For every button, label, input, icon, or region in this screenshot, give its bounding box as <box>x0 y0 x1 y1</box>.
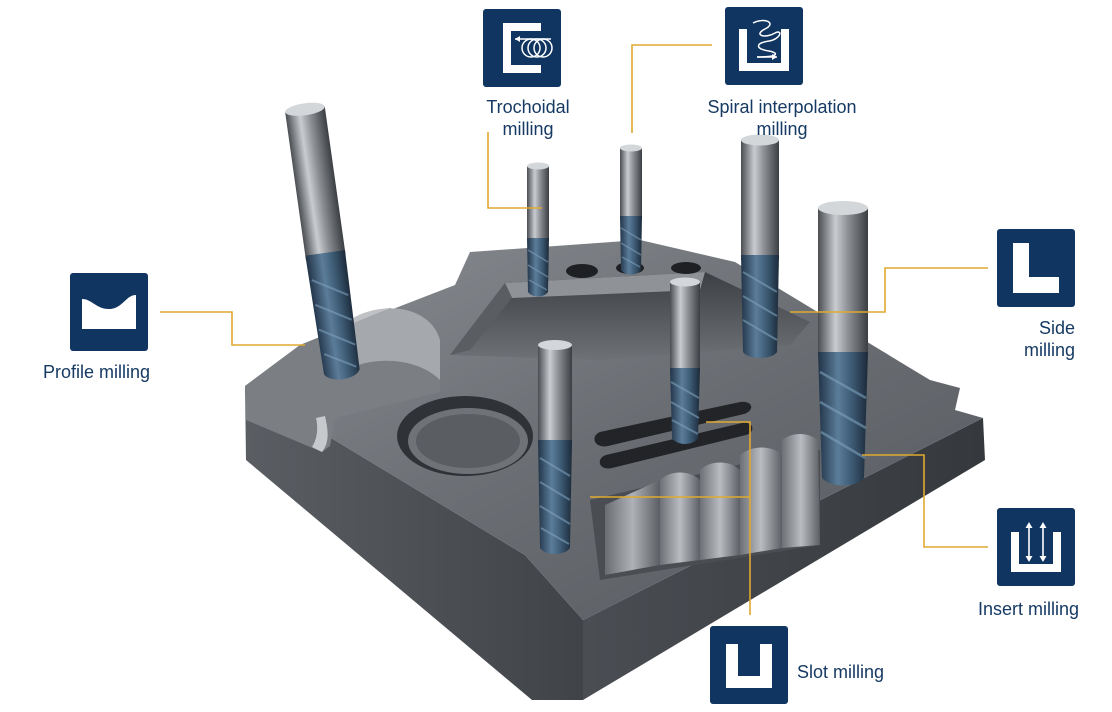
spiral-end-mill <box>620 144 642 275</box>
spiral-interpolation-icon <box>725 7 803 85</box>
side-end-mill <box>741 134 779 358</box>
profile-end-mill <box>285 102 360 380</box>
spiral-interpolation-milling-label: Spiral interpolation milling <box>707 97 857 139</box>
trochoidal-milling-icon <box>483 9 561 87</box>
slot-end-mill-front <box>538 340 572 554</box>
slot-milling-icon <box>710 626 788 704</box>
trochoidal-end-mill <box>527 162 549 297</box>
insert-milling-label: Insert milling <box>978 599 1080 619</box>
leader-slot <box>590 421 751 615</box>
insert-milling-icon <box>997 508 1075 586</box>
circular-pocket <box>397 396 533 476</box>
side-milling-label: Side milling <box>1023 318 1075 360</box>
slot-end-mill-center <box>670 277 700 444</box>
insert-end-mill <box>818 201 868 486</box>
leader-spiral <box>631 44 712 133</box>
leader-side <box>790 267 988 313</box>
side-milling-icon <box>997 229 1075 307</box>
leader-profile <box>160 311 305 346</box>
trochoidal-milling-label: Trochoidal milling <box>486 97 570 139</box>
leader-insert <box>862 454 988 548</box>
leader-lines <box>160 44 988 615</box>
profile-milling-icon <box>70 273 148 351</box>
profile-milling-label: Profile milling <box>43 362 151 382</box>
slot-milling-label: Slot milling <box>797 662 885 682</box>
leader-trochoidal <box>487 132 542 209</box>
